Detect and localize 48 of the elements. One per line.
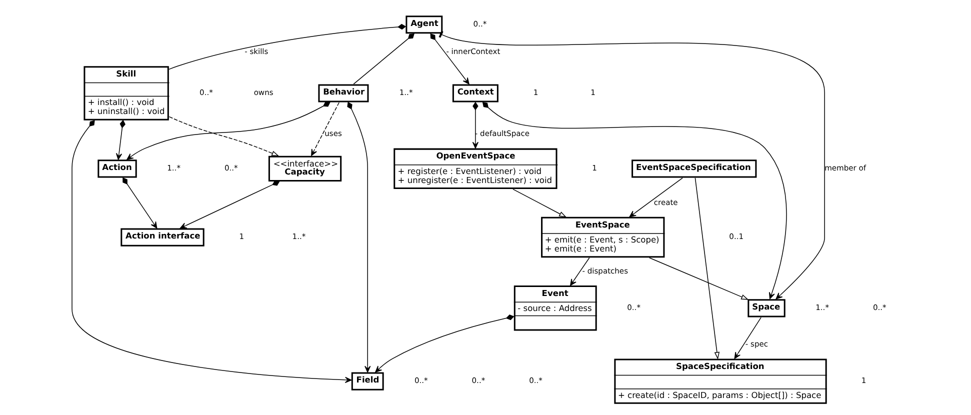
label: 1 bbox=[590, 88, 595, 98]
arrow bbox=[734, 317, 761, 359]
label: 1 bbox=[860, 376, 866, 386]
label: 0..* bbox=[224, 164, 238, 173]
arrow bbox=[570, 257, 590, 286]
label: owns bbox=[253, 88, 273, 98]
edge-label: - innerContext bbox=[446, 47, 500, 56]
arrow bbox=[430, 33, 469, 84]
arrow bbox=[472, 102, 478, 149]
edge-label: create bbox=[653, 198, 678, 207]
edge-label: - spec bbox=[744, 340, 768, 349]
label: 1 bbox=[592, 164, 596, 173]
arrow bbox=[628, 178, 682, 218]
arrow bbox=[126, 102, 330, 160]
arrow bbox=[122, 177, 157, 228]
arrow bbox=[179, 180, 280, 229]
arrow bbox=[310, 102, 339, 156]
connector bbox=[352, 33, 414, 84]
edge-label: - skills bbox=[244, 47, 268, 56]
label: 0..* bbox=[872, 303, 886, 312]
label: 1 bbox=[532, 88, 538, 98]
arrow bbox=[71, 120, 352, 384]
arrow bbox=[482, 102, 786, 300]
label: 1 bbox=[238, 232, 244, 242]
edge-label: - dispatches bbox=[582, 266, 628, 276]
edge-label: - defaultSpace bbox=[474, 129, 529, 138]
arrow bbox=[648, 257, 748, 300]
label: 0..* bbox=[414, 376, 428, 386]
arrow bbox=[374, 314, 514, 372]
arrow bbox=[694, 178, 720, 360]
label: 1..* bbox=[398, 88, 412, 98]
label: 1..* bbox=[166, 164, 180, 173]
label: 0..* bbox=[199, 88, 212, 98]
label: 1..* bbox=[292, 232, 306, 242]
label: 0..* bbox=[472, 20, 486, 29]
arrow bbox=[346, 102, 370, 373]
edge-label: uses bbox=[324, 129, 342, 138]
edge-label: member of bbox=[824, 164, 866, 173]
label: 0..* bbox=[471, 376, 485, 386]
label: 0..* bbox=[528, 376, 542, 386]
arrow bbox=[512, 188, 566, 218]
label: 0..* bbox=[626, 303, 640, 312]
arrow bbox=[115, 120, 125, 160]
arrow bbox=[168, 116, 279, 156]
label: 1..* bbox=[815, 303, 828, 312]
label: 0..1 bbox=[728, 232, 744, 242]
arrow bbox=[438, 30, 824, 300]
connector bbox=[168, 24, 406, 70]
